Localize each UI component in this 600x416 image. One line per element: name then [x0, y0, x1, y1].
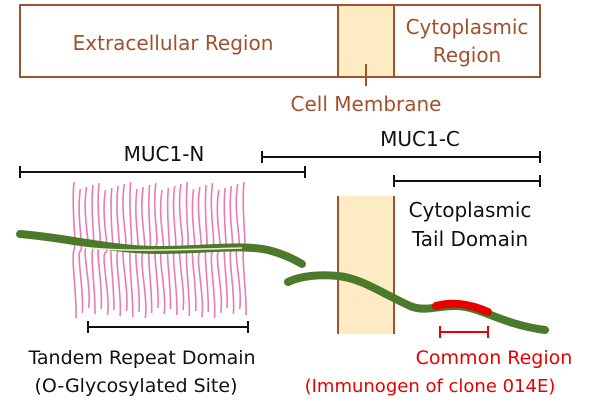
tandem-repeat-label-line2: (O-Glycosylated Site) — [35, 375, 238, 397]
extracellular-region-box — [19, 4, 339, 78]
membrane-slab — [338, 196, 394, 334]
cytoplasmic-region-box — [393, 4, 541, 78]
muc1-c-label: MUC1-C — [380, 127, 460, 151]
muc1-c-chain — [284, 271, 549, 334]
region-bar: Extracellular Region Cytoplasmic Region … — [19, 4, 541, 116]
glycan-strand — [153, 182, 160, 309]
tandem-repeat-label-line1: Tandem Repeat Domain — [27, 347, 255, 369]
common-region-label-line2: (Immunogen of clone 014E) — [305, 376, 556, 397]
tail-domain-label-line2: Tail Domain — [411, 227, 528, 251]
tail-domain-label-line1: Cytoplasmic — [409, 198, 532, 222]
extracellular-region-label: Extracellular Region — [73, 31, 274, 55]
muc1-n-chain-highlight — [81, 246, 243, 251]
common-region-segment — [432, 299, 492, 316]
glycan-strand — [78, 188, 84, 314]
muc1-n-label: MUC1-N — [124, 142, 205, 166]
cytoplasmic-region-label-line1: Cytoplasmic — [406, 15, 529, 39]
subunit-brackets — [19, 151, 541, 187]
common-region-bracket — [439, 326, 489, 338]
tandem-repeat-bracket — [87, 321, 249, 333]
glycan-strand — [72, 181, 77, 319]
cytoplasmic-region-label-line2: Region — [433, 43, 501, 67]
cell-membrane-label: Cell Membrane — [291, 92, 442, 116]
glycan-strand — [91, 184, 96, 315]
glycan-strand — [103, 189, 109, 316]
common-region-label-line1: Common Region — [416, 347, 573, 369]
